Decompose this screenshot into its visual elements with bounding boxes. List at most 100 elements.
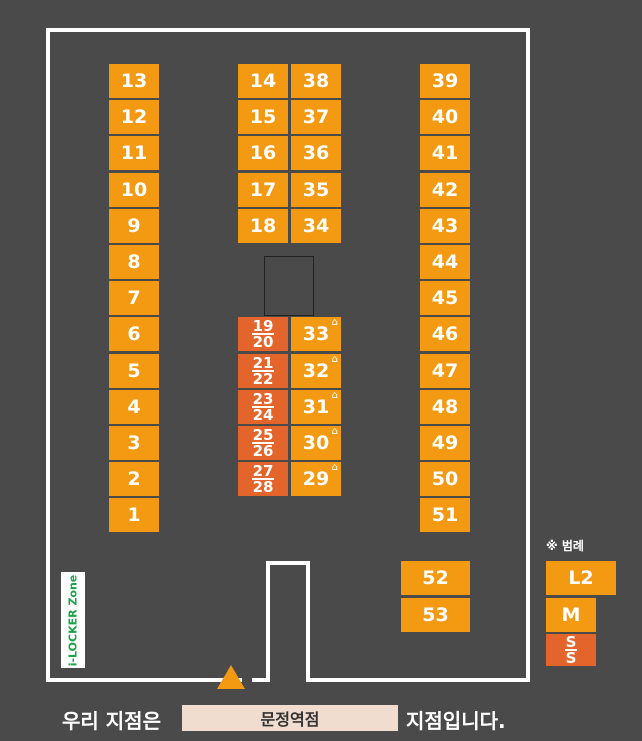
locker-number: 38 bbox=[302, 70, 330, 92]
locker-number: 50 bbox=[431, 468, 459, 491]
locker-34: 34 bbox=[291, 208, 341, 243]
locker-43: 43 bbox=[420, 208, 470, 243]
locker-number-bottom: 24 bbox=[252, 405, 274, 424]
locker-12: 12 bbox=[109, 100, 159, 135]
locker-36: 36 bbox=[291, 136, 341, 171]
locker-number: 37 bbox=[302, 106, 330, 129]
locker-4: 4 bbox=[109, 389, 159, 424]
locker-number: 53 bbox=[422, 604, 449, 626]
locker-46: 46 bbox=[420, 317, 470, 352]
locker-number: 1 bbox=[127, 504, 141, 527]
locker-number: 8 bbox=[127, 251, 141, 273]
locker-number: 40 bbox=[431, 106, 459, 129]
locker-number: 18 bbox=[249, 214, 277, 237]
locker-51: 51 bbox=[420, 498, 470, 533]
locker-52: 52 bbox=[401, 561, 470, 595]
locker-31: 31⌂ bbox=[291, 389, 341, 424]
locker-number: 4 bbox=[127, 395, 141, 418]
locker-number: M bbox=[561, 604, 581, 626]
locker-13: 13 bbox=[109, 64, 159, 98]
locker-number: 41 bbox=[431, 142, 459, 165]
locker-40: 40 bbox=[420, 100, 470, 135]
locker-number-top: S bbox=[564, 633, 578, 651]
locker-number: 51 bbox=[431, 504, 459, 527]
locker-number-top: 21 bbox=[251, 353, 275, 372]
locker-number: 44 bbox=[431, 251, 459, 273]
locker-number: 9 bbox=[127, 214, 141, 237]
locker-number: 47 bbox=[431, 359, 459, 382]
locker-37: 37 bbox=[291, 100, 341, 135]
locker-14: 14 bbox=[238, 64, 288, 98]
floor-outline bbox=[46, 28, 530, 678]
hanger-icon: ⌂ bbox=[331, 389, 338, 401]
locker-number: 43 bbox=[431, 214, 459, 237]
locker-number: 30 bbox=[302, 432, 330, 454]
locker-number: 39 bbox=[431, 70, 459, 92]
locker-number: 15 bbox=[249, 106, 277, 129]
locker-number: 45 bbox=[431, 287, 459, 310]
locker-number: 14 bbox=[249, 70, 277, 92]
locker-41: 41 bbox=[420, 136, 470, 171]
locker-number-top: 19 bbox=[251, 317, 275, 336]
locker-2: 2 bbox=[109, 462, 159, 497]
locker-42: 42 bbox=[420, 172, 470, 207]
locker-30: 30⌂ bbox=[291, 426, 341, 460]
locker-49: 49 bbox=[420, 426, 470, 460]
locker-number: 52 bbox=[422, 567, 449, 589]
locker-number-bottom: S bbox=[565, 649, 577, 667]
locker-number: 17 bbox=[249, 178, 277, 201]
locker-number: 36 bbox=[302, 142, 330, 165]
locker-11: 11 bbox=[109, 136, 159, 171]
locker-number: 31 bbox=[302, 395, 330, 418]
wall-bottom-mid bbox=[252, 678, 270, 682]
store-name: 문정역점 bbox=[182, 705, 398, 731]
locker-number: 34 bbox=[302, 214, 330, 237]
locker-16: 16 bbox=[238, 136, 288, 171]
locker-number: 13 bbox=[120, 70, 148, 92]
locker-33: 33⌂ bbox=[291, 317, 341, 352]
footer-prefix: 우리 지점은 bbox=[62, 709, 161, 733]
locker-29: 29⌂ bbox=[291, 462, 341, 497]
locker-number: 3 bbox=[127, 432, 141, 454]
locker-18: 18 bbox=[238, 208, 288, 243]
locker-number: 48 bbox=[431, 395, 459, 418]
locker-number: 46 bbox=[431, 323, 459, 346]
locker-38: 38 bbox=[291, 64, 341, 98]
locker-number: 33 bbox=[302, 323, 330, 346]
locker-number-top: 25 bbox=[251, 426, 275, 444]
locker-number-bottom: 22 bbox=[252, 369, 274, 388]
locker-number: 10 bbox=[120, 178, 148, 201]
locker-10: 10 bbox=[109, 172, 159, 207]
locker-number-top: 27 bbox=[251, 462, 275, 481]
locker-number-top: 23 bbox=[251, 389, 275, 408]
hanger-icon: ⌂ bbox=[331, 317, 338, 329]
legend-title: ※ 범례 bbox=[546, 539, 584, 553]
legend-m: M bbox=[546, 598, 596, 632]
legend-l2: L2 bbox=[546, 561, 616, 595]
locker-number-bottom: 20 bbox=[252, 333, 274, 352]
locker-53: 53 bbox=[401, 598, 470, 632]
locker-6: 6 bbox=[109, 317, 159, 352]
passage bbox=[266, 561, 310, 682]
locker-number: 49 bbox=[431, 432, 459, 454]
locker-32: 32⌂ bbox=[291, 353, 341, 388]
wall-bottom-right bbox=[306, 678, 530, 682]
locker-number: 29 bbox=[302, 468, 330, 491]
locker-1: 1 bbox=[109, 498, 159, 533]
locker-number: 16 bbox=[249, 142, 277, 165]
locker-number: 11 bbox=[120, 142, 148, 165]
locker-3: 3 bbox=[109, 426, 159, 460]
footer-suffix: 지점입니다. bbox=[406, 709, 506, 733]
wall-bottom-left bbox=[46, 678, 242, 682]
locker-number: 42 bbox=[431, 178, 459, 201]
locker-48: 48 bbox=[420, 389, 470, 424]
locker-number: 32 bbox=[302, 359, 330, 382]
locker-39: 39 bbox=[420, 64, 470, 98]
locker-9: 9 bbox=[109, 208, 159, 243]
hanger-icon: ⌂ bbox=[331, 353, 338, 365]
